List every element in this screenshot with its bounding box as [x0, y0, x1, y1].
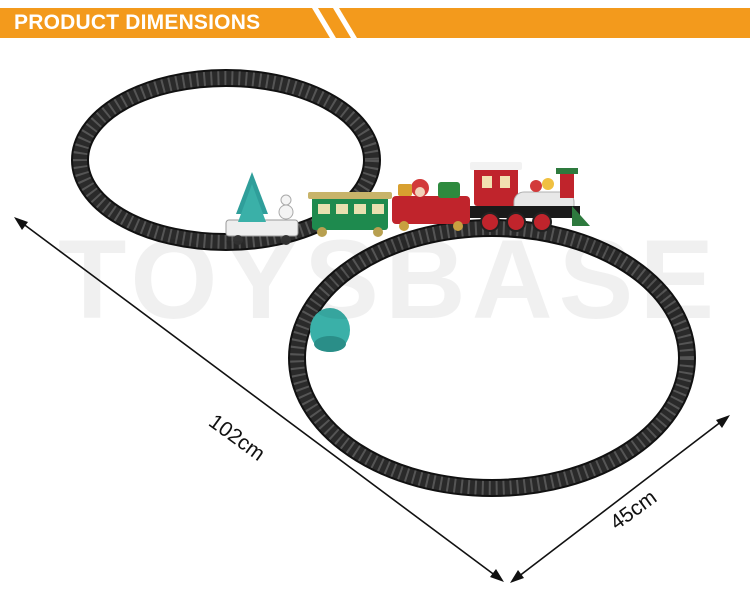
header-shape — [0, 8, 750, 38]
length-dimension-arrow — [14, 217, 504, 582]
width-dimension-arrow — [510, 415, 730, 583]
green-carriage — [308, 192, 392, 237]
tree-wagon — [225, 172, 299, 245]
santa-car — [392, 179, 470, 231]
watermark-logo: TOYSBASE — [58, 218, 718, 338]
product-photo — [14, 69, 730, 583]
watermark-text: TOYSBASE — [58, 218, 718, 338]
upper-track-loop — [71, 69, 381, 251]
mini-tree-ornament — [310, 308, 350, 352]
locomotive — [470, 162, 590, 232]
header-title: PRODUCT DIMENSIONS — [14, 11, 261, 34]
header-bar: PRODUCT DIMENSIONS — [0, 8, 750, 38]
